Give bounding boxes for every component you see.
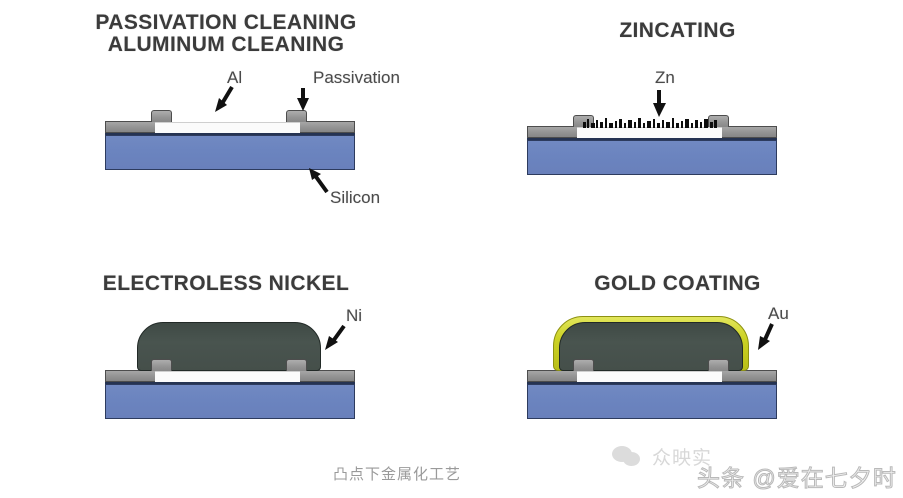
- panel-title: PASSIVATION CLEANING ALUMINUM CLEANING: [95, 11, 357, 57]
- substrate-interface-line: [527, 137, 777, 140]
- passivation-shoulder-right: [286, 110, 307, 122]
- passivation-shoulder-right: [708, 115, 729, 127]
- silicon-substrate: [105, 384, 355, 419]
- passivation-layer-right: [717, 126, 777, 138]
- substrate-interface-line: [527, 381, 777, 384]
- callout-arrow-au: [758, 323, 774, 350]
- passivation-layer-left: [105, 121, 160, 133]
- wechat-watermark-text: 众映实: [652, 448, 713, 469]
- aluminum-layer: [577, 371, 722, 382]
- substrate-interface-line: [105, 132, 355, 135]
- callout-label-ni: Ni: [346, 306, 363, 325]
- callout-label-au: Au: [768, 304, 789, 323]
- callout-label-passivation: Passivation: [313, 68, 400, 87]
- substrate-interface-line: [105, 381, 355, 384]
- passivation-shoulder-left: [151, 110, 172, 122]
- toutiao-watermark: 头条 @爱在七夕时: [697, 465, 897, 492]
- panel-title: ELECTROLESS NICKEL: [102, 272, 350, 295]
- aluminum-layer: [577, 127, 722, 138]
- passivation-shoulder-left: [151, 359, 172, 371]
- callout-arrow-ni: [325, 324, 346, 350]
- cross-section-nickel: [105, 322, 355, 419]
- passivation-shoulder-right: [286, 359, 307, 371]
- zinc-layer: [583, 117, 717, 128]
- callout-arrow-passivation: [297, 88, 309, 111]
- callout-label-silicon: Silicon: [330, 188, 381, 207]
- panel-title: GOLD COATING: [594, 272, 761, 295]
- wechat-watermark: 众映实: [612, 443, 712, 470]
- silicon-substrate: [527, 140, 777, 175]
- silicon-substrate: [105, 135, 355, 170]
- panel-electroless-nickel: ELECTROLESS NICKEL Ni: [0, 249, 452, 498]
- silicon-substrate: [527, 384, 777, 419]
- passivation-layer-left: [527, 370, 582, 382]
- passivation-layer-left: [105, 370, 160, 382]
- cross-section-passivation: [105, 105, 355, 170]
- passivation-layer-right: [295, 121, 355, 133]
- panel-gold-coating: GOLD COATING Au: [452, 249, 903, 498]
- panel-passivation-aluminum-cleaning: PASSIVATION CLEANING ALUMINUM CLEANING A…: [0, 0, 452, 249]
- figure-caption: 凸点下金属化工艺: [333, 466, 462, 483]
- callout-label-zn: Zn: [655, 68, 675, 87]
- passivation-layer-right: [717, 370, 777, 382]
- callout-arrow-al: [215, 85, 234, 112]
- panel-title: ZINCATING: [619, 19, 736, 42]
- cross-section-gold: [527, 316, 777, 419]
- aluminum-layer: [155, 371, 300, 382]
- passivation-layer-right: [295, 370, 355, 382]
- cross-section-zincating: [527, 110, 777, 175]
- callout-arrow-silicon: [309, 168, 329, 194]
- callout-arrow-zn: [653, 90, 666, 117]
- callout-label-al: Al: [227, 68, 243, 87]
- passivation-layer-left: [527, 126, 582, 138]
- aluminum-layer: [155, 122, 300, 133]
- panel-zincating: ZINCATING: [452, 0, 903, 249]
- wechat-icon: [612, 445, 646, 468]
- passivation-shoulder-left: [573, 359, 594, 371]
- passivation-shoulder-right: [708, 359, 729, 371]
